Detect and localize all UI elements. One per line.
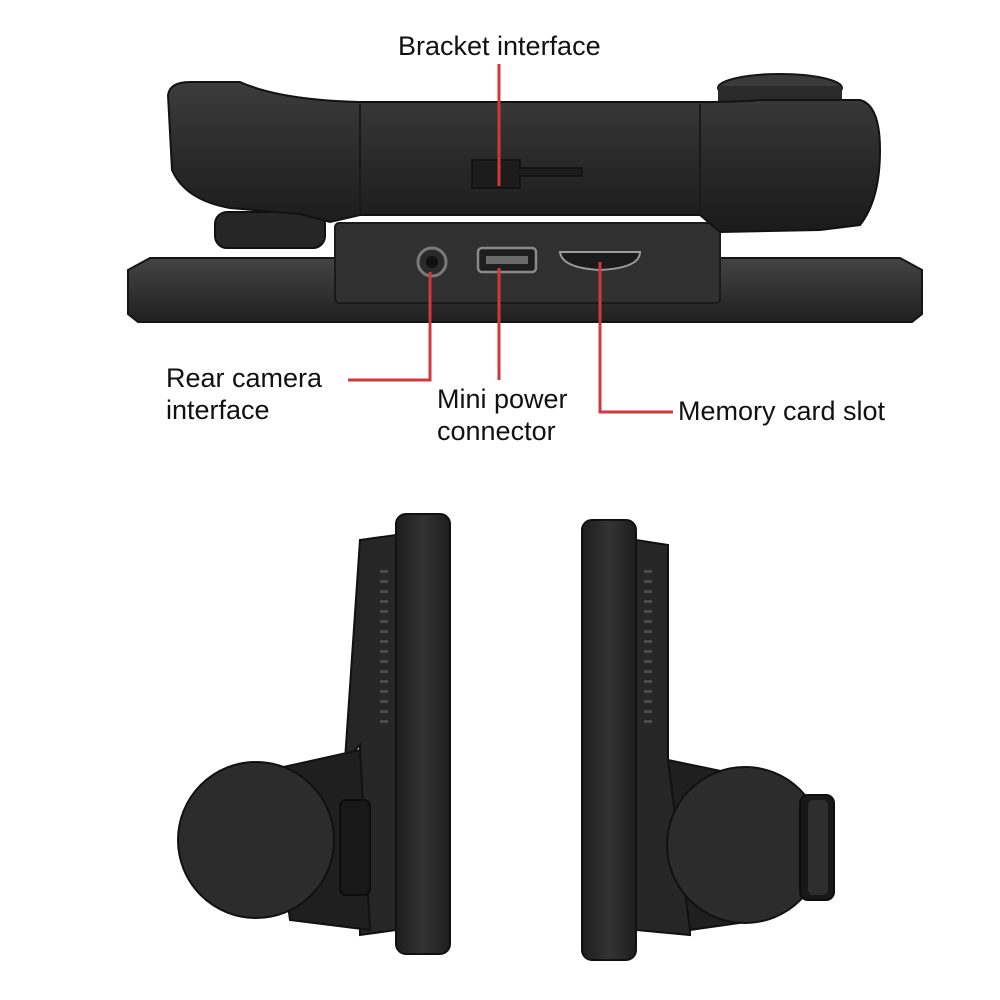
label-bracket-interface: Bracket interface bbox=[398, 30, 601, 62]
mount-barrel bbox=[166, 81, 882, 234]
label-memory-card-slot: Memory card slot bbox=[678, 395, 885, 427]
left-mount-disc bbox=[177, 761, 335, 919]
callout-rear-camera bbox=[348, 272, 432, 382]
callout-memory-card bbox=[598, 262, 673, 414]
left-vent-grille bbox=[380, 570, 388, 723]
label-mini-power-line2: connector bbox=[437, 416, 556, 446]
label-rear-camera-line2: interface bbox=[166, 395, 270, 425]
label-mini-power-line1: Mini power bbox=[437, 384, 568, 414]
left-knob bbox=[214, 211, 326, 249]
left-pivot bbox=[339, 799, 371, 896]
callout-lines bbox=[348, 64, 673, 414]
label-rear-camera-interface: Rear camera interface bbox=[166, 362, 322, 426]
top-view-device bbox=[127, 73, 923, 323]
right-vent-grille bbox=[644, 570, 652, 723]
left-side-view bbox=[177, 513, 451, 955]
label-bracket-interface-text: Bracket interface bbox=[398, 31, 601, 61]
right-side-view bbox=[581, 519, 835, 961]
label-mini-power-connector: Mini power connector bbox=[437, 383, 568, 447]
label-rear-camera-line1: Rear camera bbox=[166, 363, 323, 393]
label-memory-card-slot-text: Memory card slot bbox=[678, 396, 886, 426]
right-screen-edge bbox=[581, 519, 637, 961]
left-screen-edge bbox=[395, 513, 451, 955]
